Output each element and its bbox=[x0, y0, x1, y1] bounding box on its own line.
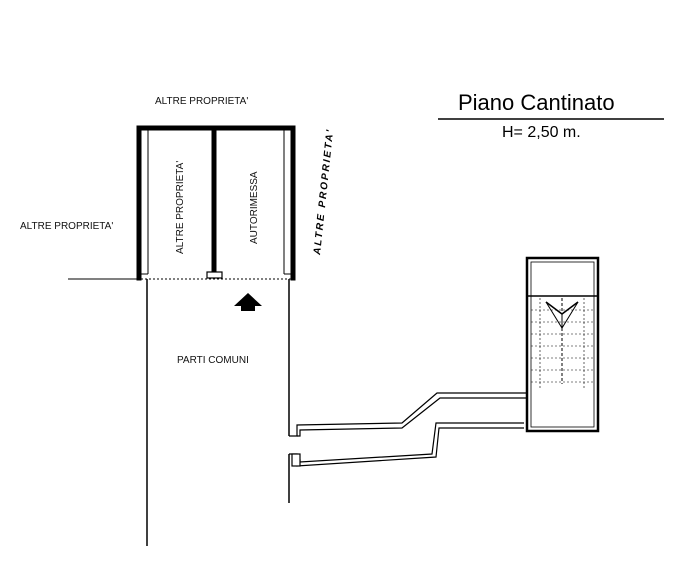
stair-treads bbox=[531, 309, 594, 383]
corridor-upper-inner bbox=[297, 397, 527, 437]
top-wall bbox=[136, 125, 296, 131]
room-label-garage: AUTORIMESSA bbox=[249, 171, 260, 244]
arrow-up-icon bbox=[234, 293, 262, 311]
garage-block bbox=[136, 125, 296, 281]
corridor bbox=[289, 392, 527, 467]
height-note: H= 2,50 m. bbox=[502, 124, 581, 141]
label-common-parts: PARTI COMUNI bbox=[177, 355, 249, 366]
corridor-pier bbox=[291, 453, 301, 467]
corridor-upper-outer bbox=[289, 392, 527, 437]
left-wall bbox=[136, 125, 142, 281]
plan-title: Piano Cantinato bbox=[458, 90, 615, 115]
partition-base bbox=[206, 271, 223, 279]
label-right-properties: ALTRE PROPRIETA' bbox=[312, 128, 336, 257]
stair-outer-wall bbox=[525, 256, 600, 433]
room-label-other-properties: ALTRE PROPRIETA' bbox=[175, 161, 186, 254]
right-wall bbox=[290, 125, 296, 281]
partition-wall bbox=[211, 129, 217, 277]
stair-inner-wall bbox=[530, 261, 595, 428]
label-left-properties: ALTRE PROPRIETA' bbox=[20, 221, 113, 232]
stair-block bbox=[525, 256, 600, 433]
label-top-properties: ALTRE PROPRIETA' bbox=[155, 96, 248, 107]
